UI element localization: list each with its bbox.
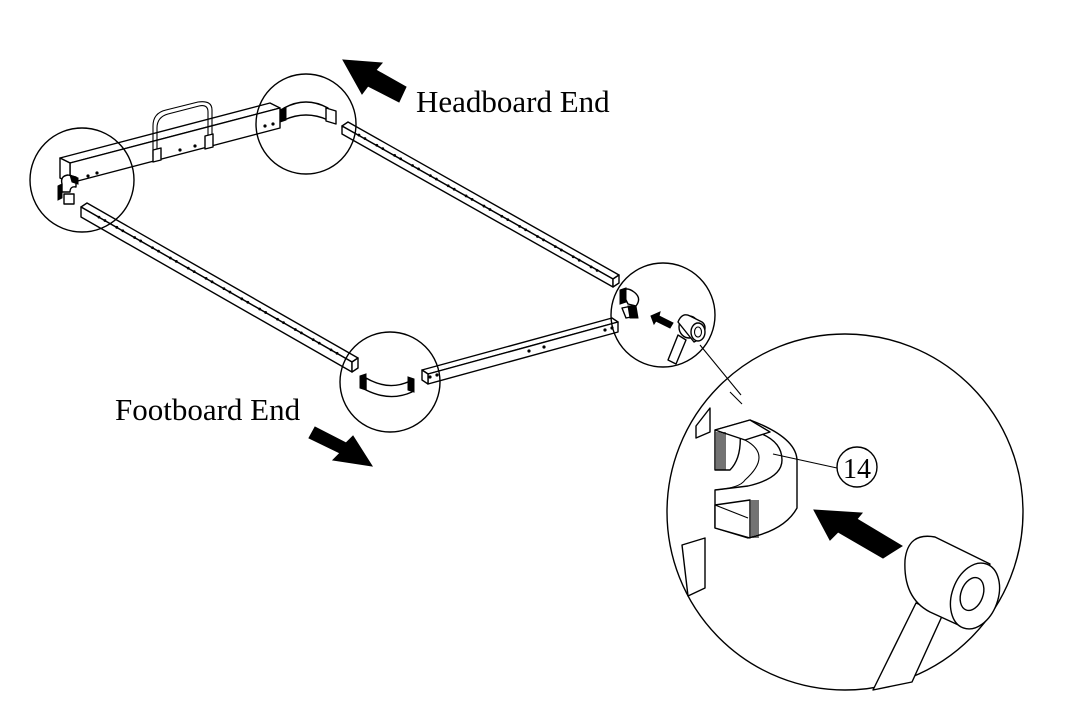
rail-hole: [417, 167, 420, 171]
headboard-end-label: Headboard End: [416, 84, 610, 119]
leg-cap-icon: [872, 535, 1001, 691]
rail-hole: [589, 265, 593, 269]
insert-arrow-small: [650, 311, 674, 329]
rail-hole: [276, 317, 279, 321]
rail-hole: [577, 258, 581, 262]
rail-hole: [399, 157, 403, 161]
rail-hole: [482, 204, 486, 208]
rail-hole: [222, 287, 226, 291]
rail-hole: [157, 249, 160, 253]
rail-hole: [393, 153, 397, 157]
rail-hole: [571, 255, 575, 259]
rail-hole: [204, 276, 208, 280]
rail-hole: [115, 225, 119, 229]
rail-hole: [434, 177, 438, 181]
rail-hole: [133, 236, 137, 239]
rail-hole: [375, 143, 379, 147]
rail-hole: [282, 321, 285, 325]
rail-hole: [186, 266, 190, 270]
footboard-end-label: Footboard End: [115, 392, 301, 427]
rail-hole: [264, 311, 268, 314]
rail-hole: [500, 214, 504, 218]
rail-hole: [317, 341, 321, 345]
part-number-label: 14: [843, 454, 871, 485]
footboard-center-detail: [339, 331, 441, 433]
headboard-handle: [152, 101, 214, 163]
rail-hole: [174, 259, 178, 263]
footboard-rail: [421, 317, 619, 385]
rail-hole: [536, 235, 539, 238]
part-14-bracket: [714, 419, 798, 539]
rail-hole: [335, 351, 339, 355]
rail-hole: [446, 184, 450, 188]
top-left-corner-detail: [29, 127, 135, 233]
headboard-center-detail: [255, 73, 357, 175]
rail-hole: [293, 328, 297, 331]
curved-connector-icon: [359, 373, 415, 398]
rail-hole: [228, 290, 232, 294]
rail-hole: [428, 174, 432, 178]
headboard-rail: [59, 102, 281, 184]
rail-hole: [470, 197, 474, 201]
rail-hole: [246, 300, 250, 304]
rail-hole: [311, 338, 315, 342]
rail-hole: [258, 307, 262, 311]
rail-hole: [411, 164, 414, 167]
rail-hole: [595, 268, 599, 272]
left-side-rail: [80, 202, 359, 373]
rail-hole: [381, 147, 385, 151]
rail-hole: [192, 270, 196, 273]
rail-hole: [452, 187, 456, 191]
rail-hole: [518, 224, 522, 228]
corner-bracket-icon: [57, 174, 79, 205]
rail-hole: [103, 219, 107, 222]
rail-hole: [357, 133, 361, 137]
right-side-rail: [341, 121, 620, 288]
rail-hole: [524, 228, 528, 232]
rail-hole: [559, 248, 563, 252]
rail-hole: [464, 194, 468, 198]
callout-leader: [772, 453, 838, 469]
rail-hole: [506, 218, 510, 222]
insert-arrow-large: [813, 509, 903, 559]
rail-hole: [363, 137, 367, 140]
rail-hole: [488, 208, 492, 211]
rail-hole: [168, 256, 172, 260]
detail-leader-line: [699, 344, 742, 396]
rail-hole: [139, 239, 143, 243]
curved-connector-icon: [279, 101, 337, 125]
right-corner-detail: [610, 262, 716, 368]
rail-hole: [553, 245, 557, 249]
headboard-direction-arrow: [342, 59, 407, 103]
rail-hole: [97, 215, 101, 219]
rail-hole: [151, 246, 154, 250]
rail-hole: [240, 297, 244, 301]
magnified-detail: 14: [666, 333, 1024, 691]
rail-hole: [121, 229, 125, 233]
corner-bracket-icon: [619, 287, 640, 319]
rail-hole: [210, 280, 214, 284]
rail-hole: [299, 331, 303, 335]
leg-cap-icon: [667, 314, 706, 365]
part-number-bubble: [836, 446, 878, 488]
rail-hole: [329, 348, 333, 352]
footboard-direction-arrow: [308, 426, 374, 467]
rail-hole: [542, 238, 545, 242]
